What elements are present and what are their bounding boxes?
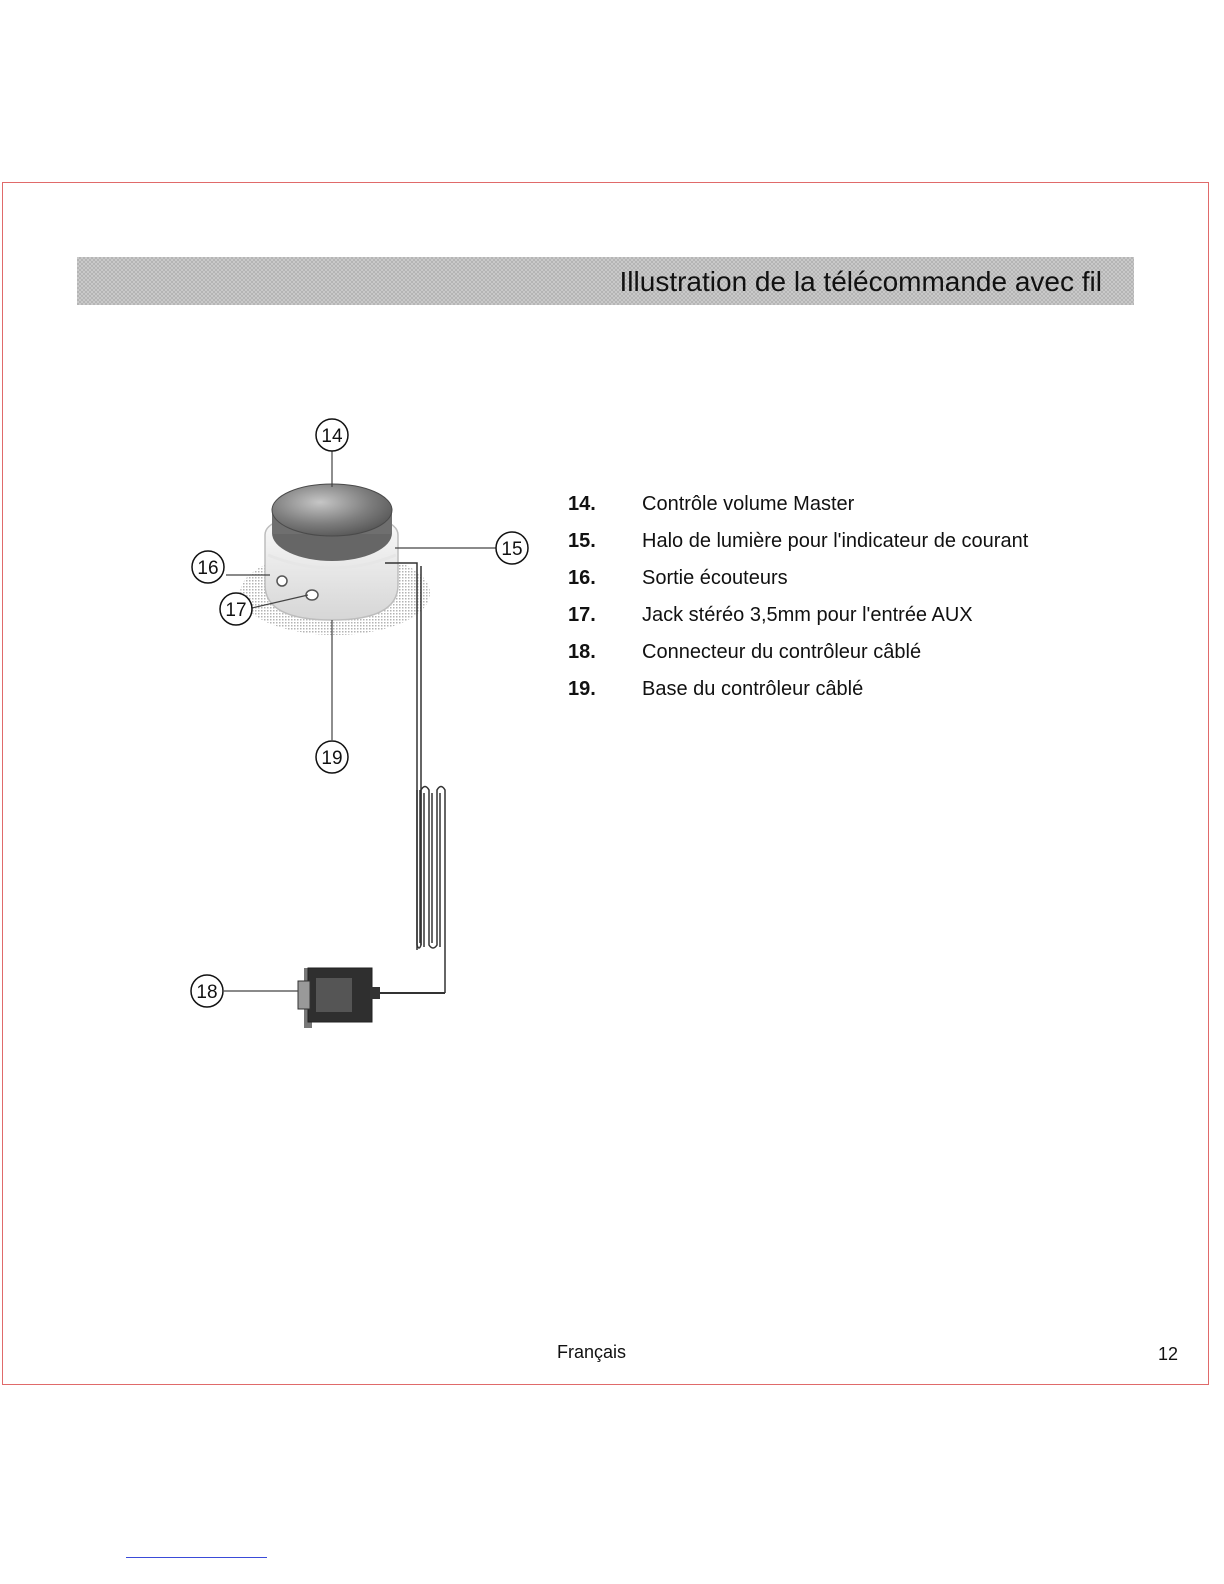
legend-text: Halo de lumière pour l'indicateur de cou… [642,530,1028,553]
callout-14: 14 [316,419,348,451]
callout-16: 16 [192,551,224,583]
legend-number: 15. [568,530,642,553]
legend-number: 14. [568,493,642,516]
legend-text: Contrôle volume Master [642,493,854,516]
page-number: 12 [1158,1344,1178,1365]
title-bar: Illustration de la télécommande avec fil [77,257,1134,305]
legend-text: Base du contrôleur câblé [642,678,863,701]
page-title: Illustration de la télécommande avec fil [620,266,1102,298]
legend-text: Connecteur du contrôleur câblé [642,641,921,664]
dsub-connector [298,968,380,1028]
legend-number: 19. [568,678,642,701]
legend-item: 17. Jack stéréo 3,5mm pour l'entrée AUX [568,597,1028,634]
callout-19: 19 [316,741,348,773]
volume-knob [272,484,392,536]
footer-language: Français [557,1342,626,1363]
legend-number: 16. [568,567,642,590]
callout-14-label: 14 [321,426,343,447]
legend-text: Jack stéréo 3,5mm pour l'entrée AUX [642,604,973,627]
callout-16-label: 16 [197,558,218,579]
legend-text: Sortie écouteurs [642,567,788,590]
cable-coil [417,787,445,994]
legend-item: 15. Halo de lumière pour l'indicateur de… [568,523,1028,560]
callout-18-label: 18 [196,982,217,1003]
legend-number: 17. [568,604,642,627]
callout-17: 17 [220,593,252,625]
parts-legend: 14. Contrôle volume Master 15. Halo de l… [568,486,1028,708]
remote-control-diagram: 14 15 16 17 18 19 [180,415,560,1035]
callout-15-label: 15 [501,539,522,560]
legend-item: 14. Contrôle volume Master [568,486,1028,523]
legend-item: 18. Connecteur du contrôleur câblé [568,634,1028,671]
link-underline[interactable] [126,1557,267,1558]
remote-control-illustration: 14 15 16 17 18 19 [180,415,560,1035]
callout-15: 15 [496,532,528,564]
callout-18: 18 [191,975,223,1007]
legend-item: 19. Base du contrôleur câblé [568,671,1028,708]
callout-17-label: 17 [225,600,246,621]
callout-19-label: 19 [321,748,342,769]
legend-number: 18. [568,641,642,664]
headphone-jack [277,576,287,586]
legend-item: 16. Sortie écouteurs [568,560,1028,597]
